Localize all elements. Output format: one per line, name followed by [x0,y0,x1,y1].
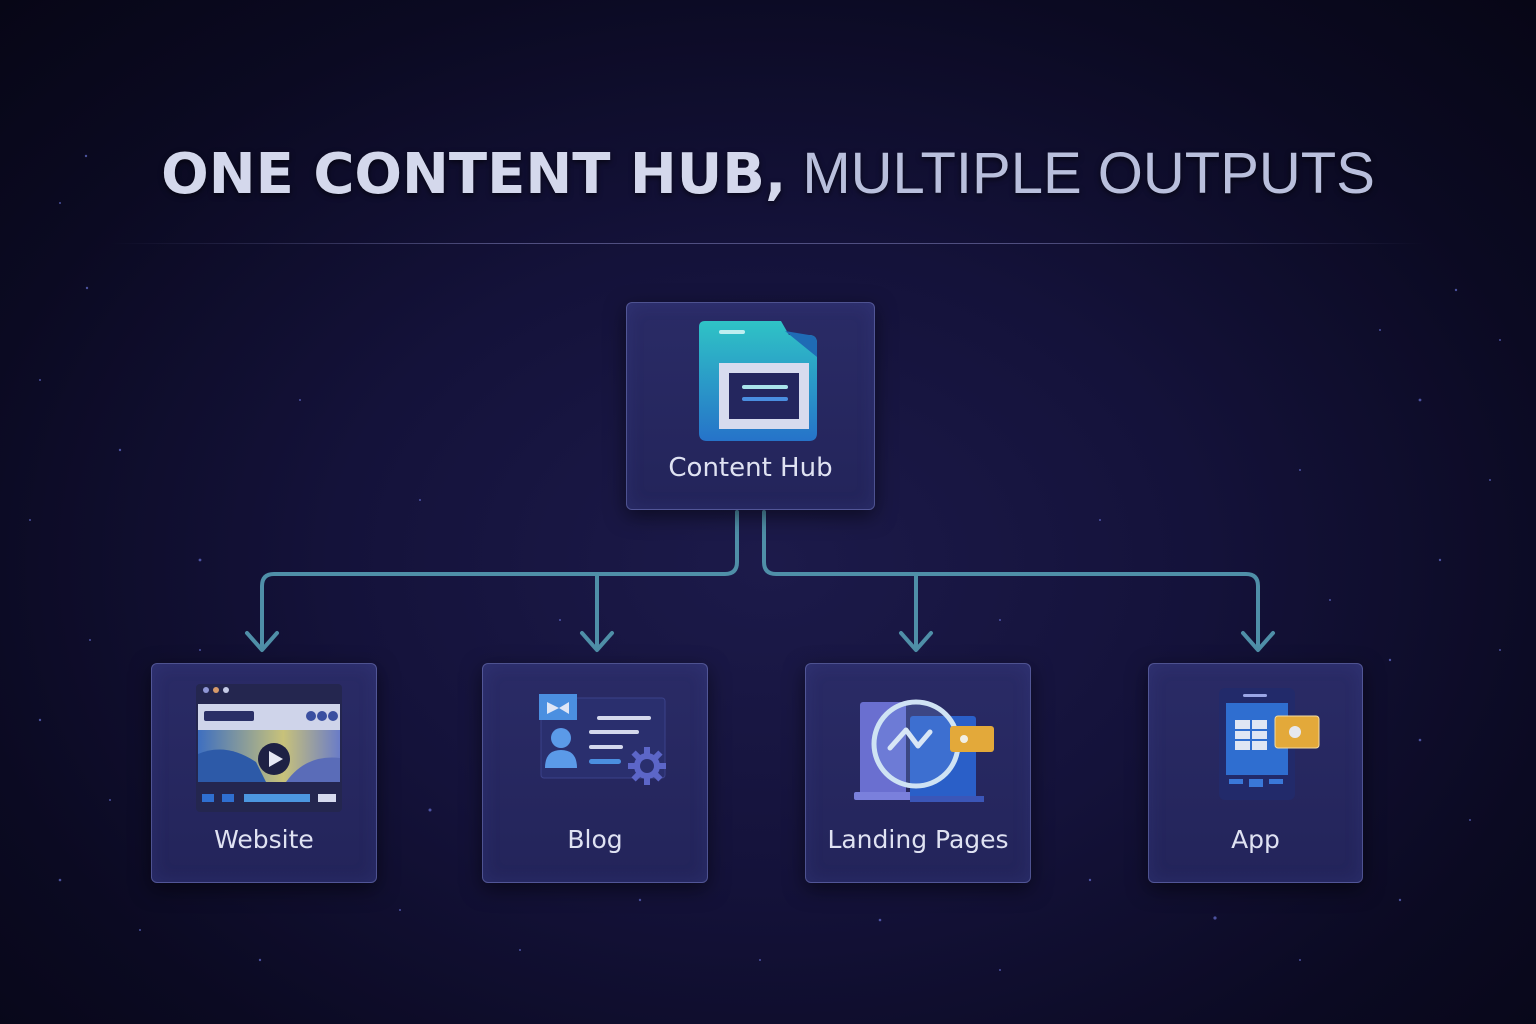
website-label: Website [214,825,314,854]
title-divider [110,243,1426,244]
hub-label: Content Hub [668,453,833,483]
blog-label: Blog [567,825,623,854]
output-card-blog[interactable]: Blog [482,663,708,883]
output-card-app[interactable]: App [1148,663,1363,883]
profile-article-settings-icon [539,694,666,785]
content-hub-card[interactable]: Content Hub [626,302,875,510]
analytics-pages-icon [854,699,994,802]
output-card-landing-pages[interactable]: Landing Pages [805,663,1031,883]
mobile-app-icon [1219,688,1320,800]
folder-document-icon [699,321,817,441]
title-light-part: MULTIPLE OUTPUTS [786,141,1375,206]
output-card-website[interactable]: Website [151,663,377,883]
title-bold-part: ONE CONTENT HUB, [161,142,787,207]
browser-video-icon [196,684,342,812]
page-title: ONE CONTENT HUB, MULTIPLE OUTPUTS [0,140,1536,207]
app-label: App [1231,825,1280,854]
landing-pages-label: Landing Pages [827,825,1009,854]
